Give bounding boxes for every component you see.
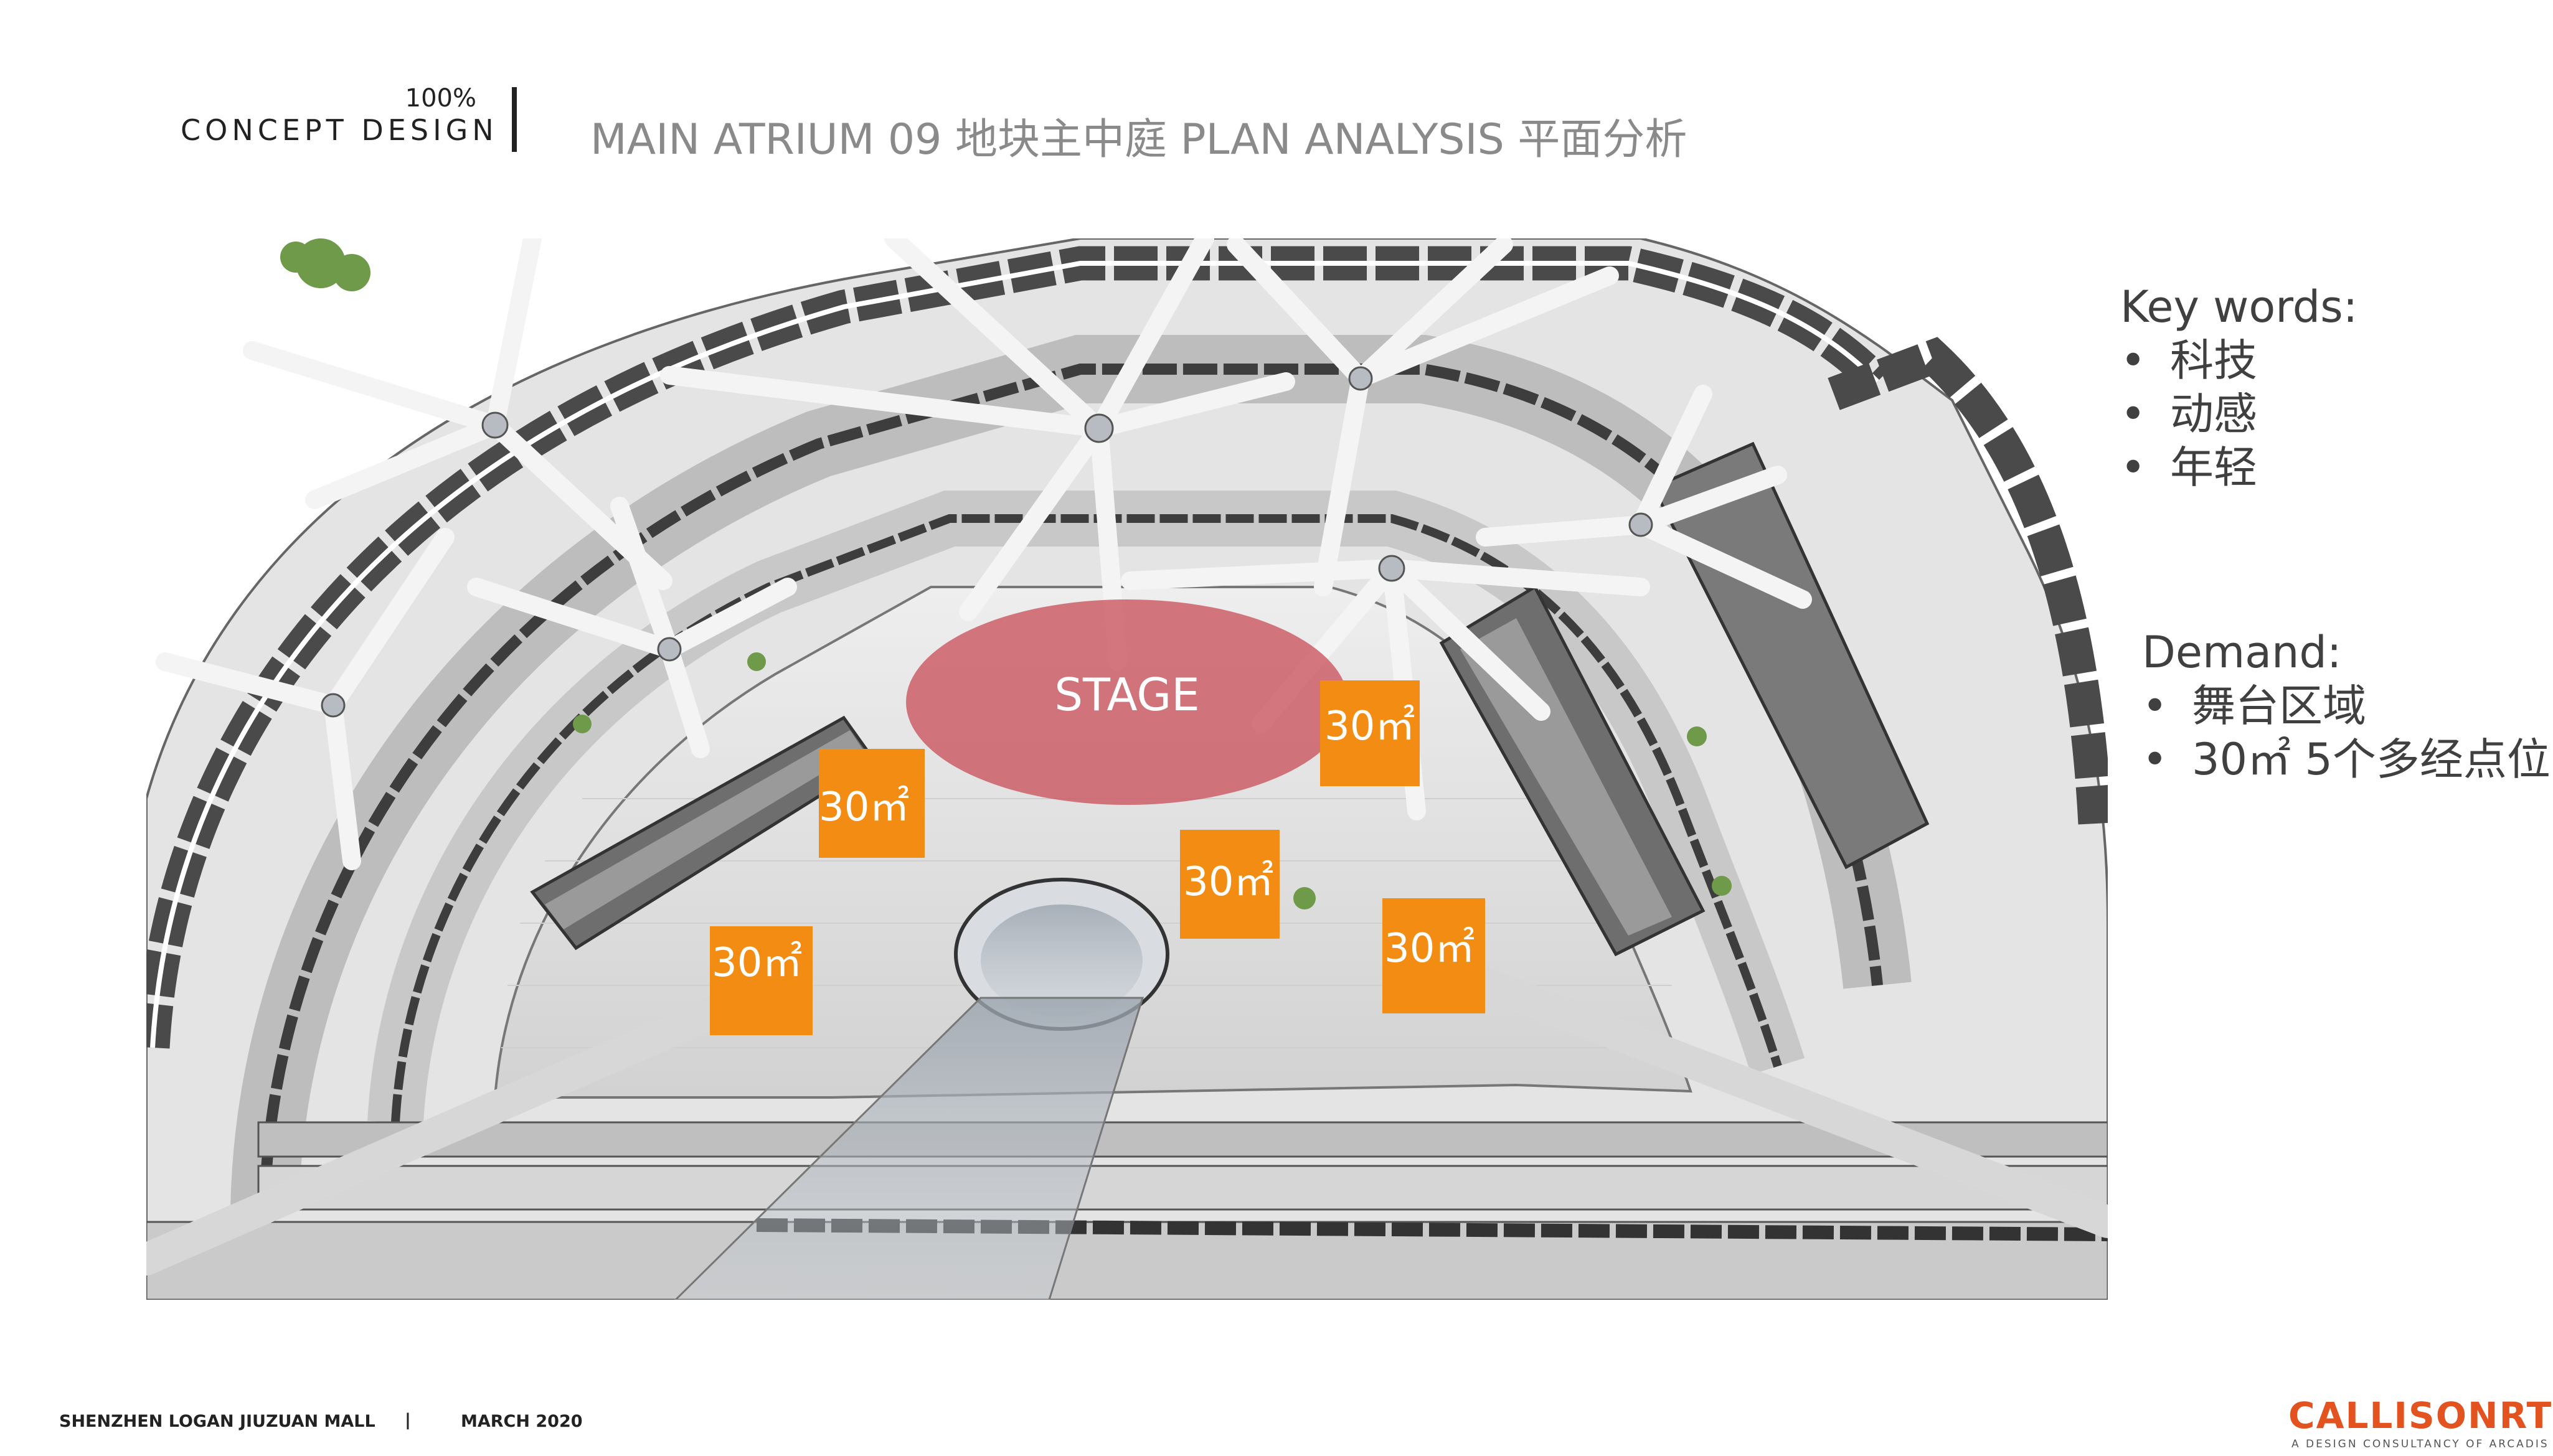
stage-label: STAGE [1054,669,1199,721]
kiosk-area-label: 30㎡ [712,940,802,986]
key-word-item: •科技 [2120,335,2257,386]
kiosk-zone-5: 30㎡ [1382,898,1485,1013]
kiosk-area-label: 30㎡ [819,784,909,830]
key-word-item: •动感 [2120,388,2257,439]
kiosk-zone-3: 30㎡ [1180,830,1280,939]
kiosk-area-label: 30㎡ [1183,859,1273,905]
key-word-item: •年轻 [2120,442,2257,493]
demand-heading: Demand: [2142,627,2342,678]
company-logo: CALLISONRTKL [2288,1394,2553,1437]
kiosk-area-label: 30㎡ [1324,703,1415,749]
page-title: MAIN ATRIUM 09 地块主中庭 PLAN ANALYSIS 平面分析 [590,115,1687,164]
atrium-plan-render: STAGE 30㎡ 30㎡ 30㎡ 30㎡ 30㎡ [146,238,2108,1300]
kiosk-zone-2: 30㎡ [1320,680,1420,786]
demand-item: •30㎡ 5个多经点位 [2142,734,2551,785]
key-words-panel: Key words: •科技 •动感 •年轻 [2120,280,2357,494]
sculpture-rods [146,238,2108,1275]
right-railing [1828,337,2108,825]
key-words-heading: Key words: [2120,281,2358,332]
kiosk-area-label: 30㎡ [1384,926,1475,972]
kiosk-zone-1: 30㎡ [819,749,925,858]
stage-zone: STAGE [906,599,1348,805]
footer-separator: | [405,1411,411,1430]
design-phase-label: CONCEPT DESIGN [181,113,498,147]
demand-item: •舞台区域 [2142,680,2366,731]
kiosk-zone-4: 30㎡ [710,926,813,1035]
demand-panel: Demand: •舞台区域 •30㎡ 5个多经点位 [2142,626,2551,786]
completion-percent: 100% [405,84,476,113]
lower-terraces [146,1121,2108,1300]
planters [280,238,1732,909]
header-divider [512,87,517,152]
footer-date: MARCH 2020 [461,1412,583,1431]
footer-project-name: SHENZHEN LOGAN JIUZUAN MALL [59,1412,375,1431]
glass-lift [674,878,1169,1300]
stage-ellipse [906,599,1348,805]
company-tagline: A DESIGN CONSULTANCY OF ARCADIS [2291,1438,2549,1450]
